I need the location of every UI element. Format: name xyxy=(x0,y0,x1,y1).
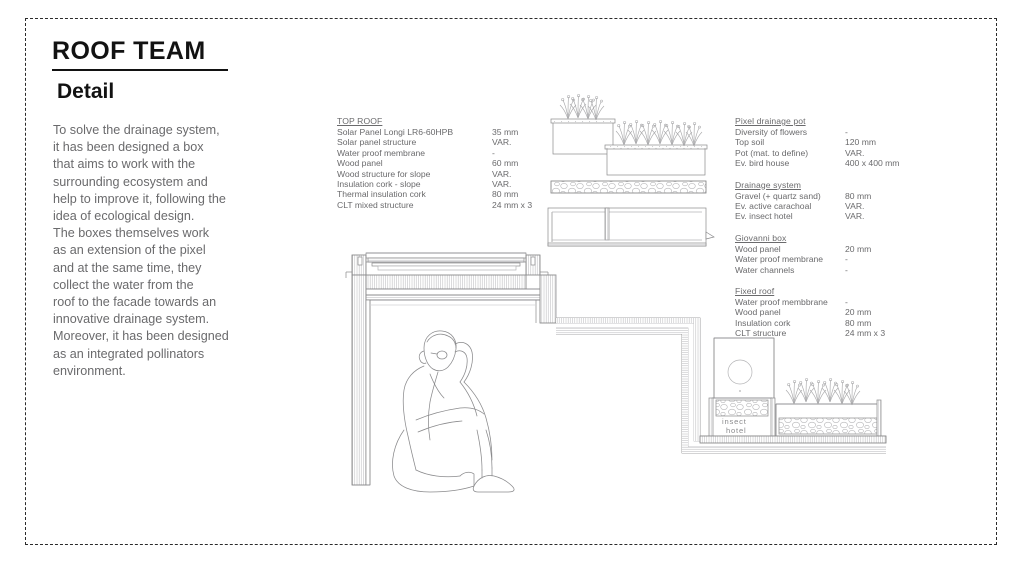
spec-value: - xyxy=(492,147,495,158)
spec-row: Wood panel 20 mm xyxy=(735,244,935,254)
spec-row: Insulation cork - slope VAR. xyxy=(337,179,557,189)
spec-group-title: Drainage system xyxy=(735,179,801,190)
spec-value: - xyxy=(845,297,848,308)
spec-row: Gravel (+ quartz sand) 80 mm xyxy=(735,191,935,201)
spec-label: Water proof membrane xyxy=(337,147,426,158)
spec-row: Ev. active carachoal VAR. xyxy=(735,201,935,211)
spec-value: - xyxy=(845,127,848,137)
spec-label: Gravel (+ quartz sand) xyxy=(735,190,821,201)
spec-label: Ev. active carachoal xyxy=(735,201,812,212)
spec-label: Wood panel xyxy=(735,243,781,254)
spec-value: - xyxy=(845,264,848,275)
spec-row: CLT structure 24 mm x 3 xyxy=(735,328,935,338)
spec-row: Thermal insulation cork 80 mm xyxy=(337,189,557,199)
spec-value: 80 mm xyxy=(845,190,872,201)
spec-value: 35 mm xyxy=(492,127,519,137)
spec-row: Top soil 120 mm xyxy=(735,137,935,147)
spec-value: 60 mm xyxy=(492,158,519,169)
spec-value: VAR. xyxy=(492,137,512,148)
spec-row: Water channels - xyxy=(735,265,935,275)
roof-top-assembly xyxy=(365,252,527,271)
spec-value: VAR. xyxy=(492,179,512,190)
spec-value: VAR. xyxy=(845,211,865,222)
spec-label: Wood panel xyxy=(337,158,383,169)
spec-label: CLT structure xyxy=(735,328,787,339)
roof-slab xyxy=(351,274,557,301)
spec-value: VAR. xyxy=(492,168,512,179)
description-text: To solve the drainage system, it has bee… xyxy=(53,123,229,378)
page-subtitle: Detail xyxy=(57,79,115,103)
spec-row: Water proof membbrane - xyxy=(735,297,935,307)
spec-value: 80 mm xyxy=(492,189,519,200)
spec-label: Water proof membbrane xyxy=(735,297,828,308)
spec-value: 24 mm x 3 xyxy=(845,328,886,339)
spec-value: 400 x 400 mm xyxy=(845,158,900,169)
spec-label: Diversity of flowers xyxy=(735,127,808,137)
wall-right-main xyxy=(535,274,557,324)
wall-left xyxy=(351,274,371,486)
planted-pot-right xyxy=(775,378,882,437)
spec-label: Thermal insulation cork xyxy=(337,189,426,200)
interior-lines xyxy=(370,275,557,318)
spec-row: CLT mixed structure 24 mm x 3 xyxy=(337,200,557,210)
spec-row: Wood panel 20 mm xyxy=(735,307,935,317)
spec-group-title: TOP ROOF xyxy=(337,116,383,126)
spec-row: Ev. bird house 400 x 400 mm xyxy=(735,158,935,168)
spec-row: Pot (mat. to define) VAR. xyxy=(735,148,935,158)
spec-value: 24 mm x 3 xyxy=(492,199,533,210)
spec-row: Water proof membrane - xyxy=(337,148,557,158)
spec-row: Insulation cork 80 mm xyxy=(735,318,935,328)
spec-label: Wood panel xyxy=(735,307,781,318)
spec-label: Wood structure for slope xyxy=(337,168,431,179)
planter-box-a xyxy=(550,94,616,155)
spec-group-title: Pixel drainage pot xyxy=(735,116,806,126)
human-figure xyxy=(392,330,515,493)
insect-hotel-label-line1: insect xyxy=(722,417,747,426)
spec-row: Wood panel 60 mm xyxy=(337,158,557,168)
insect-hotel-label-line2: hotel xyxy=(726,426,746,435)
spec-label: Water proof membrane xyxy=(735,254,824,265)
spec-label: Solar Panel Longi LR6-60HPB xyxy=(337,127,454,137)
spec-value: VAR. xyxy=(845,147,865,158)
spec-label: Insulation cork xyxy=(735,317,791,328)
spec-label: Insulation cork - slope xyxy=(337,179,421,190)
parapet-right xyxy=(525,254,549,279)
spec-group-title: Giovanni box xyxy=(735,232,787,243)
spec-value: 80 mm xyxy=(845,317,872,328)
spec-row: Diversity of flowers - xyxy=(735,127,935,137)
page-title: ROOF TEAM xyxy=(52,37,228,71)
giovanni-box-detail xyxy=(547,207,715,247)
spec-row: Solar panel structure VAR. xyxy=(337,137,557,147)
spec-row: Wood structure for slope VAR. xyxy=(337,169,557,179)
spec-label: Top soil xyxy=(735,137,765,148)
spec-row: Ev. insect hotel VAR. xyxy=(735,211,935,221)
spec-row: Solar Panel Longi LR6-60HPB 35 mm xyxy=(337,127,557,137)
spec-value: - xyxy=(845,254,848,265)
spec-label: Water channels xyxy=(735,264,795,275)
spec-group-title: Fixed roof xyxy=(735,286,775,297)
insect-hotel-box xyxy=(708,397,776,437)
spec-value: 20 mm xyxy=(845,307,872,318)
title-block: ROOF TEAM Detail xyxy=(52,37,352,103)
spec-label: Ev. bird house xyxy=(735,158,790,169)
spec-label: Pot (mat. to define) xyxy=(735,147,809,158)
parapet-left xyxy=(345,254,367,278)
spec-label: Solar panel structure xyxy=(337,137,417,148)
spec-value: VAR. xyxy=(845,201,865,212)
spec-value: 20 mm xyxy=(845,243,872,254)
spec-label: Ev. insect hotel xyxy=(735,211,793,222)
spec-value: 120 mm xyxy=(845,137,877,148)
gravel-strip-detail xyxy=(550,180,707,194)
spec-label: CLT mixed structure xyxy=(337,199,414,210)
planter-box-b xyxy=(604,120,708,176)
spec-row: Water proof membrane - xyxy=(735,254,935,264)
slab-under-boxes xyxy=(699,435,887,444)
